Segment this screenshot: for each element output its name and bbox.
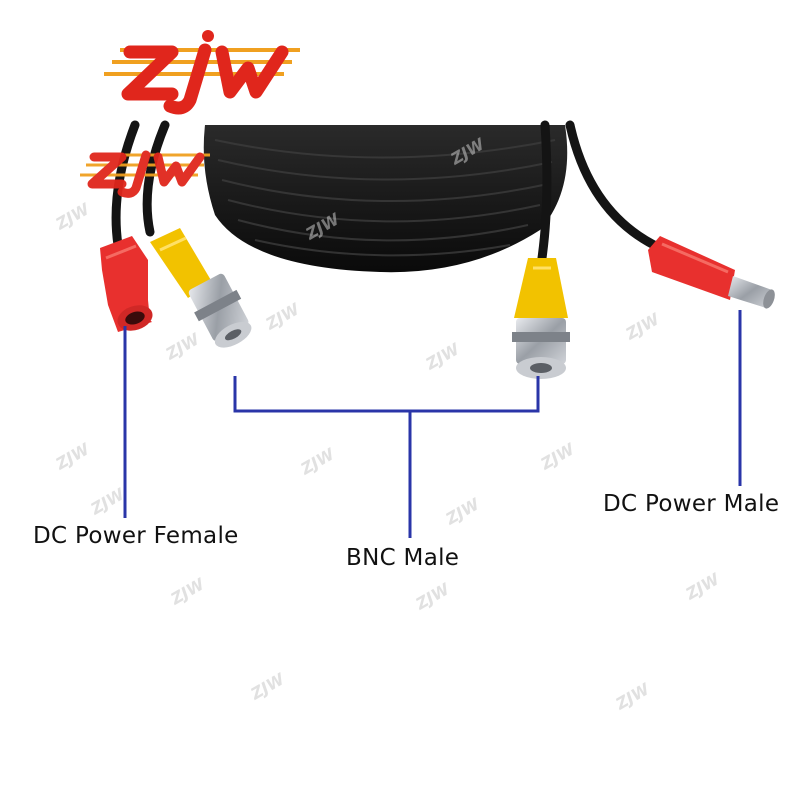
callout-lines: [123, 310, 742, 538]
svg-text:ZJW: ZJW: [52, 199, 94, 234]
svg-text:ZJW: ZJW: [52, 439, 94, 474]
cable-coil: [203, 125, 568, 273]
label-bnc-male: BNC Male: [346, 545, 460, 571]
svg-text:ZJW: ZJW: [422, 339, 464, 374]
svg-text:ZJW: ZJW: [622, 309, 664, 344]
svg-text:ZJW: ZJW: [682, 569, 724, 604]
label-dc-power-male: DC Power Male: [603, 491, 780, 517]
svg-text:ZJW: ZJW: [87, 484, 129, 519]
svg-text:ZJW: ZJW: [162, 329, 204, 364]
svg-text:ZJW: ZJW: [537, 439, 579, 474]
svg-text:ZJW: ZJW: [262, 299, 304, 334]
dc-power-female-connector: [100, 236, 153, 332]
svg-text:ZJW: ZJW: [297, 444, 339, 479]
svg-text:ZJW: ZJW: [247, 669, 289, 704]
brand-logo-secondary: [80, 150, 210, 198]
label-dc-power-female: DC Power Female: [33, 523, 239, 549]
svg-text:ZJW: ZJW: [612, 679, 654, 714]
bnc-male-connector-left: [150, 228, 252, 348]
svg-text:ZJW: ZJW: [442, 494, 484, 529]
svg-text:ZJW: ZJW: [412, 579, 454, 614]
brand-logo: [104, 30, 300, 115]
bnc-male-connector-right: [512, 258, 570, 379]
svg-text:ZJW: ZJW: [167, 574, 209, 609]
dc-power-male-connector: [648, 236, 775, 309]
